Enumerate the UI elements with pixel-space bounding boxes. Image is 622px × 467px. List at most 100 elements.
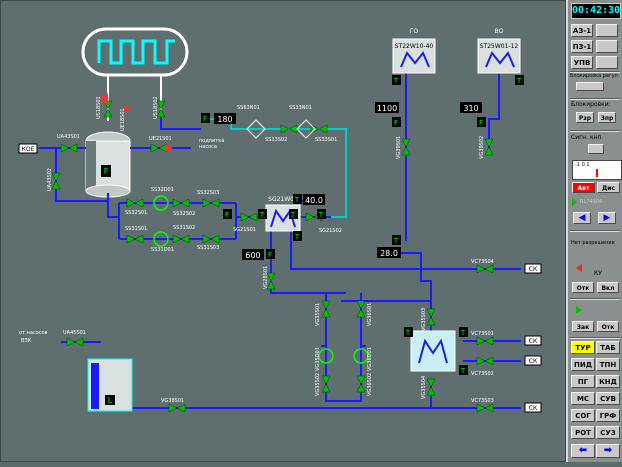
next-arrow-icon[interactable]: ▶ bbox=[598, 212, 616, 224]
valve-group[interactable] bbox=[51, 100, 494, 413]
svg-text:US18S02: US18S02 bbox=[153, 96, 159, 119]
nav-sog[interactable]: СОГ bbox=[571, 409, 595, 422]
valve-vg3602 bbox=[356, 375, 366, 385]
page-forward-arrow-icon[interactable]: ➡ bbox=[596, 444, 620, 458]
svg-text:VC73S01: VC73S01 bbox=[471, 331, 494, 337]
nav-knd[interactable]: КНД bbox=[596, 375, 620, 388]
nav-ms[interactable]: МС bbox=[571, 392, 595, 405]
dist-button[interactable]: Дис bbox=[597, 182, 620, 193]
value-28: 28.0 bbox=[380, 249, 398, 258]
signal-button[interactable] bbox=[588, 144, 604, 154]
valve-ss3201 bbox=[126, 198, 136, 208]
open-button[interactable]: Отк bbox=[597, 321, 619, 332]
valve-vg3503 bbox=[426, 308, 436, 318]
on-button[interactable]: Вкл bbox=[597, 282, 619, 293]
value-40: 40.0 bbox=[305, 196, 323, 205]
svg-text:T: T bbox=[460, 329, 466, 337]
block-regul-toggle[interactable] bbox=[576, 82, 604, 91]
nav-rot[interactable]: РОТ bbox=[571, 426, 595, 439]
svg-text:SS63N01: SS63N01 bbox=[237, 105, 260, 111]
sensor-tags: F F T T T T T F T T F F T T T T bbox=[201, 75, 524, 375]
pump-ss3d01-icon bbox=[153, 195, 169, 211]
az1-indicator[interactable] bbox=[596, 24, 618, 37]
valve-closed-markers bbox=[99, 93, 173, 152]
svg-text:T: T bbox=[516, 77, 522, 85]
pz1-button[interactable]: ПЗ-1 bbox=[571, 40, 593, 53]
close-button[interactable]: Зак bbox=[572, 321, 594, 332]
valve-vg3901 bbox=[401, 138, 411, 148]
svg-text:VG36S01: VG36S01 bbox=[367, 303, 373, 326]
svg-text:VC73S02: VC73S02 bbox=[471, 371, 494, 377]
svg-text:насоса: насоса bbox=[199, 144, 217, 150]
svg-text:подпитка: подпитка bbox=[199, 138, 224, 144]
zpr-button[interactable]: Зпр bbox=[598, 112, 616, 123]
svg-text:VG39S02: VG39S02 bbox=[479, 136, 485, 159]
not-allowed-label: Нет разрешения bbox=[571, 240, 615, 246]
nav-suz[interactable]: СУЗ bbox=[596, 426, 620, 439]
pressurizer-vessel[interactable]: F bbox=[85, 131, 131, 198]
valve-ss3101 bbox=[126, 234, 136, 244]
nav-tur[interactable]: ТУР bbox=[571, 341, 595, 354]
svg-text:SG21S02: SG21S02 bbox=[319, 228, 342, 234]
svg-text:SS32S01: SS32S01 bbox=[125, 210, 147, 216]
rzr-button[interactable]: Рзр bbox=[576, 112, 594, 123]
page-back-arrow-icon[interactable]: ⬅ bbox=[571, 444, 595, 458]
valve-ue2101 bbox=[150, 143, 160, 153]
svg-text:VG35S03: VG35S03 bbox=[421, 308, 427, 331]
az1-button[interactable]: АЗ-1 bbox=[571, 24, 593, 37]
upv-indicator[interactable] bbox=[596, 56, 618, 69]
vertical-valve-labels: US18S01 UE18S01 US18S02 UA43S02 VG28S01 … bbox=[47, 96, 485, 399]
valve-vg3801 bbox=[168, 403, 178, 413]
svg-text:SS33S01: SS33S01 bbox=[315, 137, 337, 143]
nav-pg[interactable]: ПГ bbox=[571, 375, 595, 388]
svg-text:SS32S03: SS32S03 bbox=[197, 190, 219, 196]
valve-vc7302 bbox=[476, 356, 486, 366]
dest-sk-1: СК bbox=[529, 266, 538, 273]
valve-vc7301 bbox=[476, 336, 486, 346]
heat-exchanger-st25w01[interactable]: ST25W01-12 ВО bbox=[477, 28, 521, 74]
svg-text:F: F bbox=[225, 211, 229, 219]
svg-text:T: T bbox=[294, 196, 300, 204]
valve-sg2101 bbox=[240, 212, 250, 222]
dest-sk-4: СК bbox=[529, 405, 538, 412]
sg21w01-label: SG21W01 bbox=[268, 196, 298, 203]
tank-level-letter: L bbox=[108, 396, 113, 405]
control-panel: 00:42:30 АЗ-1 ПЗ-1 УПВ Блокировка регул … bbox=[566, 0, 622, 462]
destination-boxes[interactable]: КОЕ СК СК СК СК bbox=[18, 143, 542, 413]
svg-text:F: F bbox=[203, 115, 207, 123]
nav-tab[interactable]: ТАБ bbox=[596, 341, 620, 354]
svg-text:SS32D01: SS32D01 bbox=[151, 187, 174, 193]
nav-suv[interactable]: СУВ bbox=[596, 392, 620, 405]
svg-text:VC73S04: VC73S04 bbox=[471, 259, 494, 265]
svg-text:VG35S01: VG35S01 bbox=[315, 303, 321, 326]
value-1100: 1100 bbox=[377, 104, 397, 113]
svg-text:T: T bbox=[290, 211, 296, 219]
upv-button[interactable]: УПВ bbox=[571, 56, 593, 69]
value-310: 310 bbox=[463, 104, 478, 113]
valve-vc7303 bbox=[476, 403, 486, 413]
svg-text:US18S01: US18S01 bbox=[96, 96, 102, 119]
valve-green-icon bbox=[576, 306, 582, 314]
valve-sg2102 bbox=[305, 212, 315, 222]
off-button[interactable]: Отк bbox=[572, 282, 594, 293]
valve-ua4302 bbox=[51, 172, 61, 182]
valve-vg3502 bbox=[321, 375, 331, 385]
deviation-needle bbox=[596, 169, 598, 177]
svg-text:T: T bbox=[393, 237, 399, 245]
auto-button[interactable]: Авт bbox=[572, 182, 595, 193]
tank-l[interactable]: L bbox=[87, 358, 133, 412]
svg-text:T: T bbox=[294, 233, 300, 241]
block-regul-label: Блокировка регул bbox=[570, 73, 618, 79]
value-600: 600 bbox=[245, 251, 260, 260]
nav-pid[interactable]: ПИД bbox=[571, 358, 595, 371]
nav-tpn[interactable]: ТПН bbox=[596, 358, 620, 371]
pump-group[interactable] bbox=[153, 195, 369, 364]
heat-exchanger-lower[interactable] bbox=[410, 330, 456, 372]
valve-ss3302 bbox=[280, 124, 290, 134]
nav-grf[interactable]: ГРФ bbox=[596, 409, 620, 422]
prev-arrow-icon[interactable]: ◀ bbox=[573, 212, 591, 224]
heat-exchanger-st22w10[interactable]: ST22W10-40 ГО bbox=[392, 28, 436, 74]
valve-us1802 bbox=[156, 100, 166, 110]
blocks-label: Блокировки: bbox=[571, 101, 611, 108]
pz1-indicator[interactable] bbox=[596, 40, 618, 53]
